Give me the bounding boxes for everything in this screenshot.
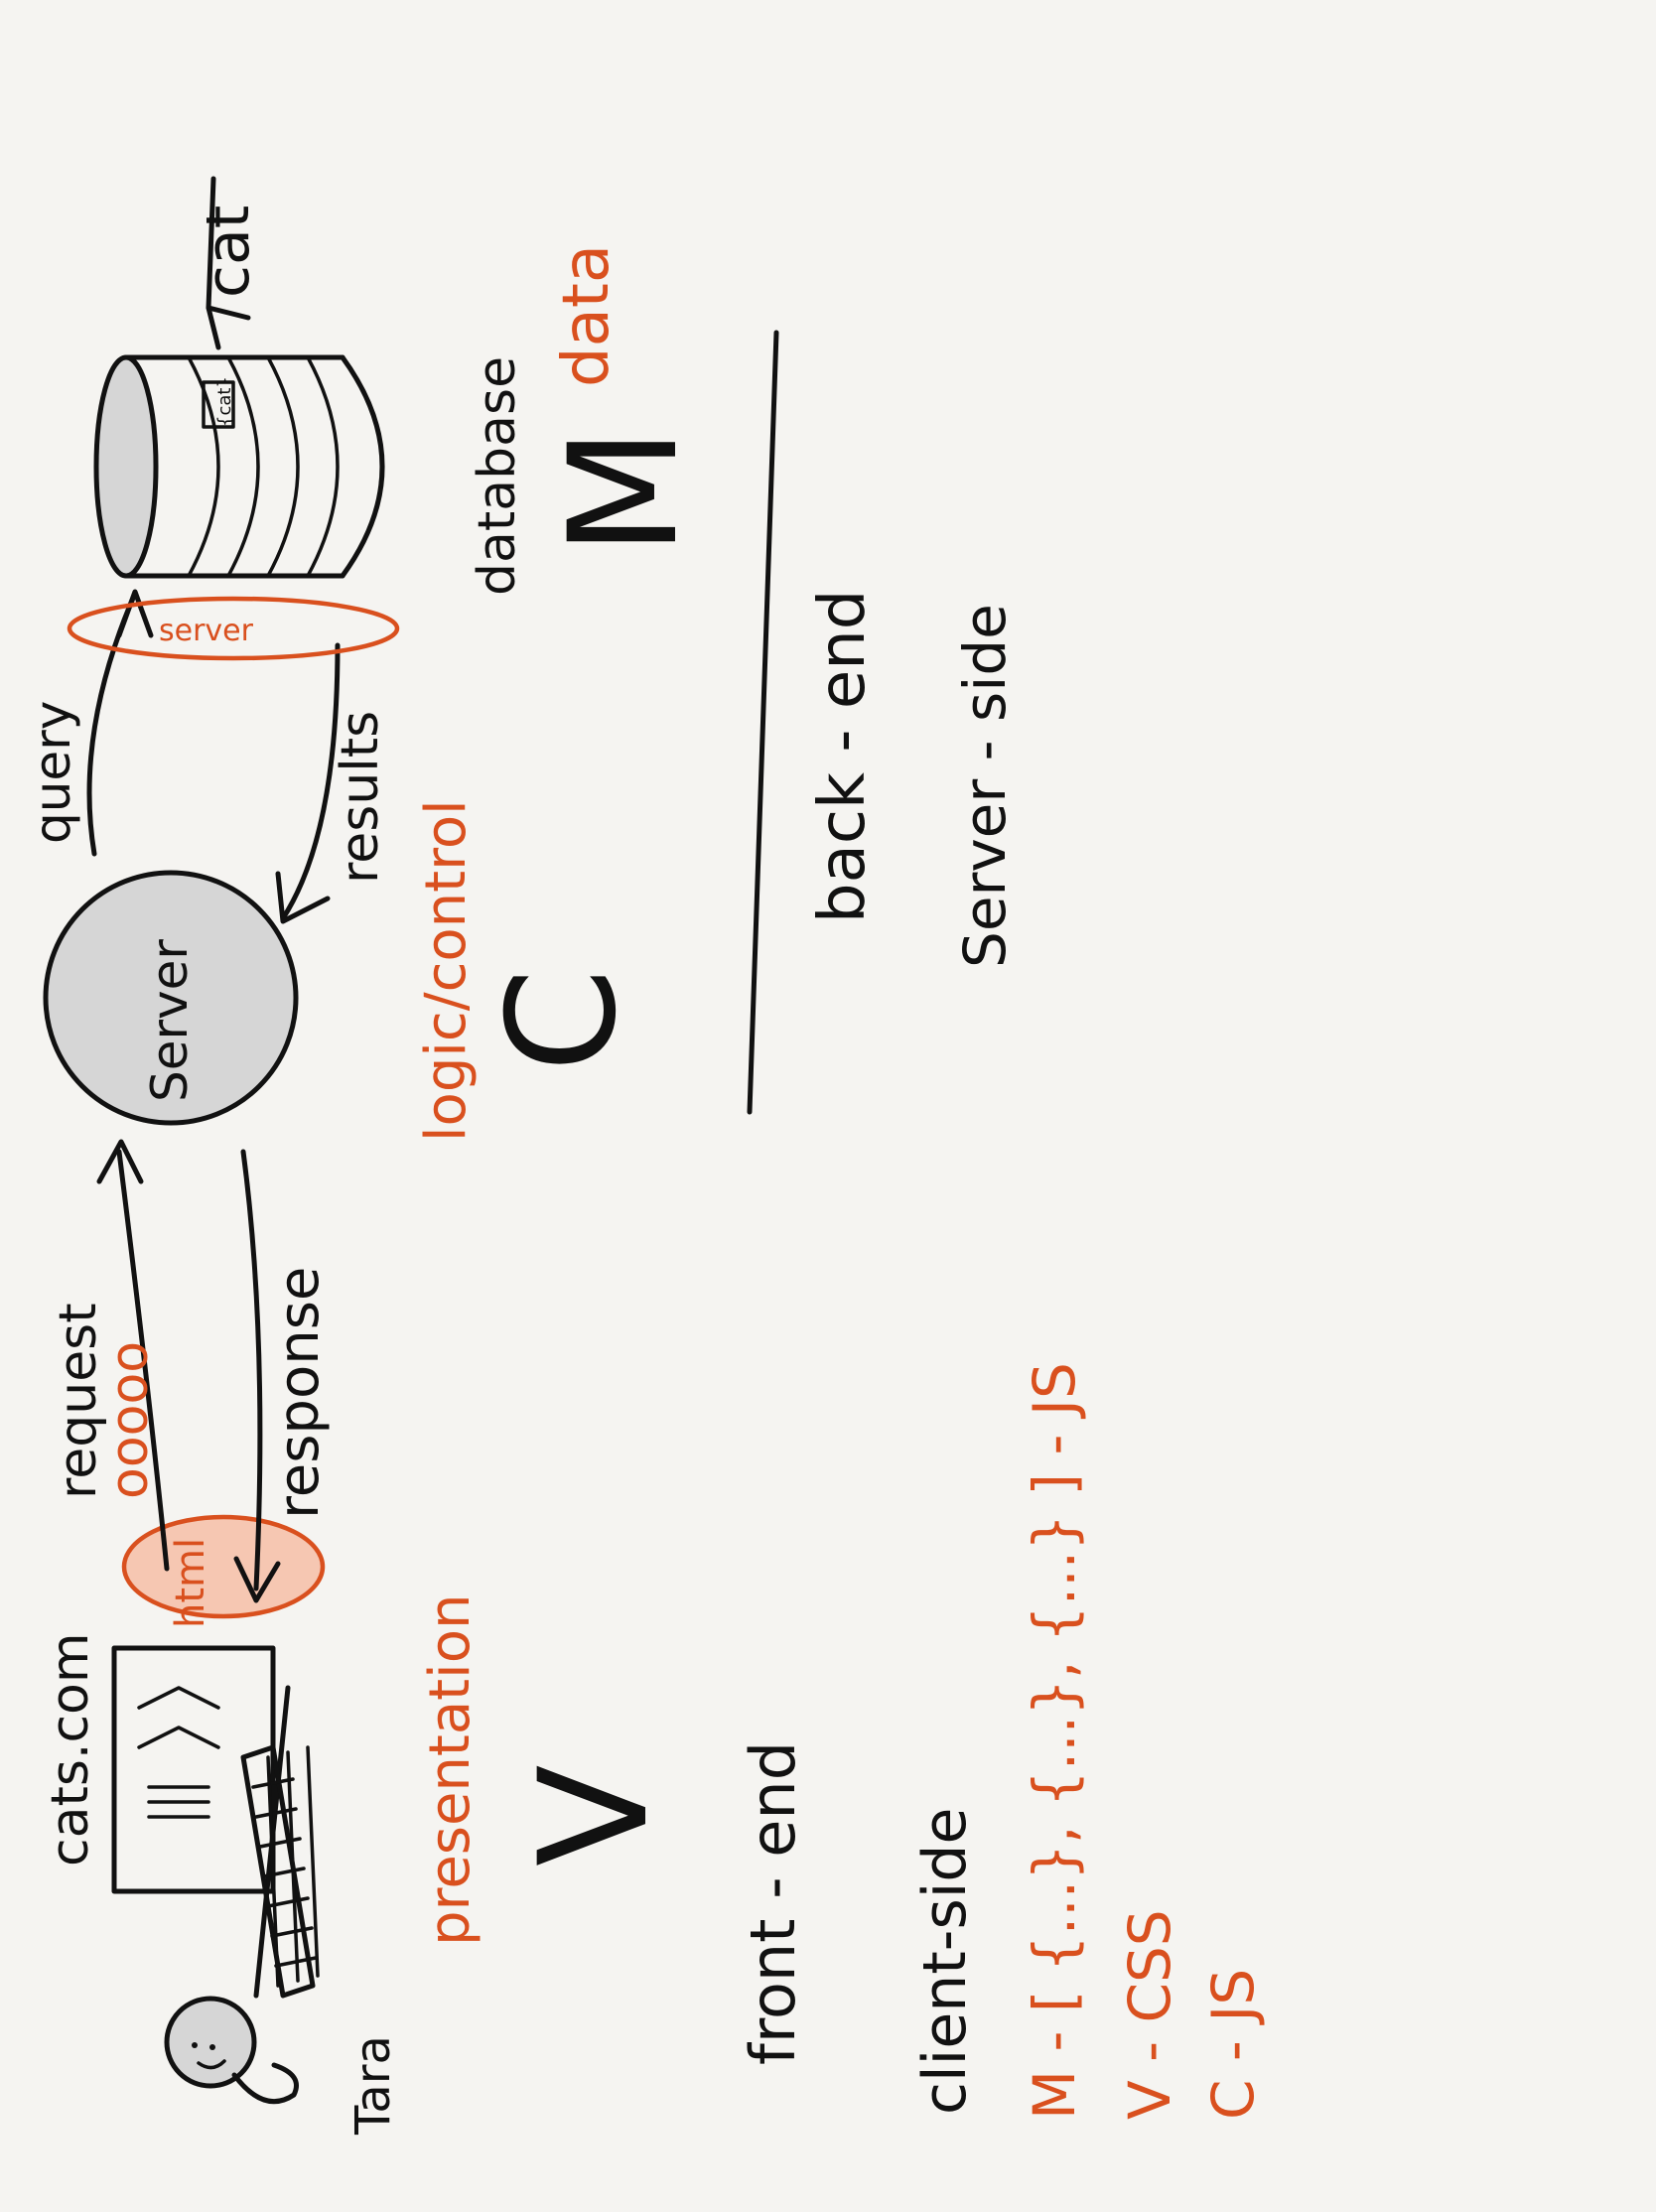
query-arrow [86,593,137,857]
data-label: data [550,244,623,387]
cat-label: cat [194,206,263,298]
model-letter: M [538,428,711,556]
client-side-label: client-side [910,1808,980,2115]
mvc-v-line: V - CSS [1116,1909,1183,2120]
front-end-label: front - end [737,1741,809,2065]
response-arrowhead [233,1556,281,1603]
database-label: database [468,356,527,596]
results-arrowhead [275,871,331,924]
html-badge-label: html [168,1538,213,1628]
server-icon: Server [43,870,299,1126]
request-arrow [116,1149,170,1572]
mvc-m-line: M - [ {...}, {...}, {...} ] - JS [1021,1362,1088,2120]
html-badge: html [121,1514,326,1628]
server-badge: server [67,596,400,661]
cat-pointer-arrow [206,305,251,350]
response-label: response [267,1267,332,1519]
logic-control-label: logic/control [414,799,479,1142]
browser-window-icon [111,1645,320,1999]
person-icon [164,1996,299,2105]
response-arrow [240,1149,263,1591]
mvc-c-line: C - JS [1199,1969,1267,2120]
tara-label: Tara [345,2035,401,2136]
database-icon: {cat} [93,354,385,579]
packets-label: ooooo [100,1341,160,1499]
divider-line [747,330,779,1115]
control-letter: C [477,968,649,1072]
cat-record-label: {cat} [214,376,235,427]
cat-pointer-line [206,176,216,311]
results-label: results [331,711,390,884]
request-label: request [49,1303,108,1499]
results-arrow [280,642,341,921]
server-label: Server [141,939,199,1102]
view-letter: V [508,1764,681,1866]
server-side-label: Server - side [951,604,1019,968]
query-label: query [24,701,81,844]
presentation-label: presentation [418,1594,483,1946]
site-label: cats.com [41,1632,100,1866]
request-arrowhead [96,1139,144,1184]
back-end-label: back - end [806,590,880,923]
query-arrowhead [116,589,154,638]
server-badge-label: server [159,614,254,648]
